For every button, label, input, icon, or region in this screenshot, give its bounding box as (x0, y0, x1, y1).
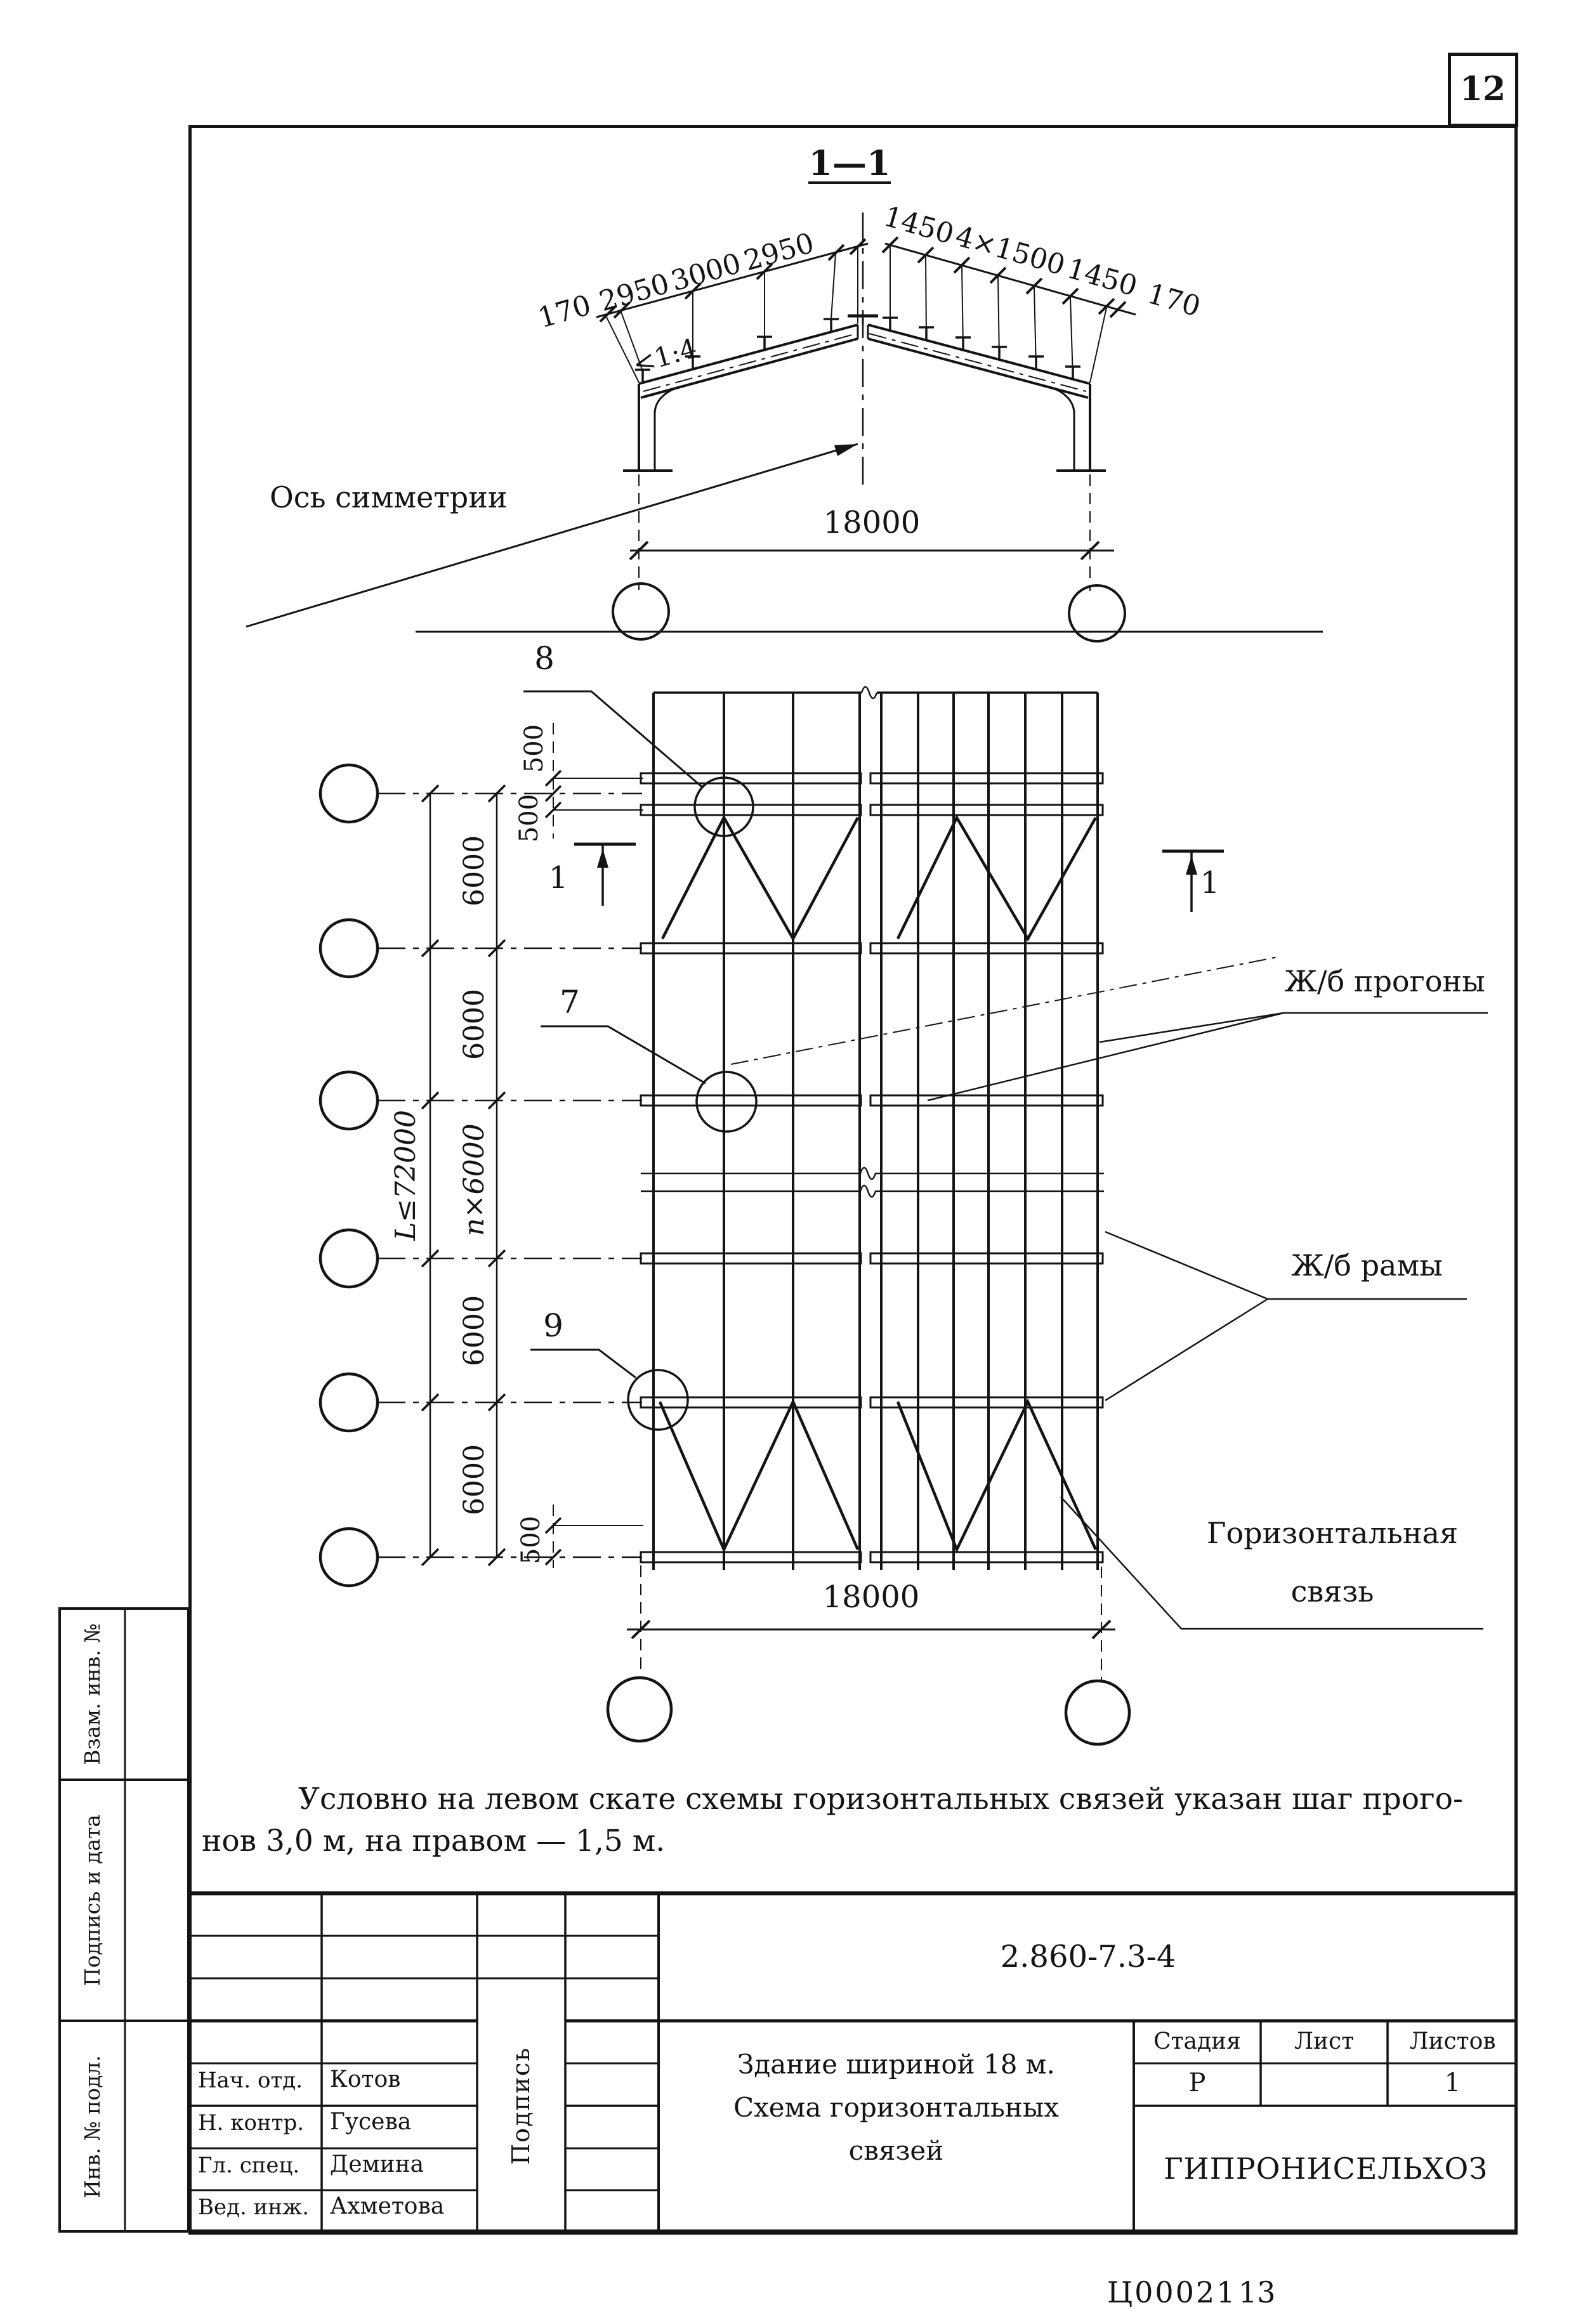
bay-dim-4: 6000 (458, 1295, 491, 1366)
callout-7: 7 (560, 984, 580, 1021)
frames-label: Ж/б рамы (1291, 1248, 1443, 1283)
title-block-grid (188, 1891, 1518, 2235)
section-axis-circle-right (1068, 584, 1126, 643)
role-label-3: Гл. спец. (198, 2153, 300, 2178)
role-name-1: Котов (330, 2066, 401, 2092)
plan-span-dimension (606, 1565, 1131, 1746)
section-span-dimension (629, 474, 1114, 591)
sheets-header: Листов (1409, 2028, 1496, 2054)
callout-9: 9 (543, 1307, 563, 1344)
organization-name: ГИПРОНИСЕЛЬХОЗ (1164, 2151, 1488, 2186)
horizontal-brace-label-line1: Горизонтальная (1207, 1516, 1458, 1551)
offset-500-top2: 500 (515, 793, 544, 843)
signature-column-label: Подпись (507, 2046, 535, 2165)
role-label-2: Н. контр. (198, 2110, 305, 2136)
total-length-label: L≤72000 (390, 1109, 423, 1241)
stage-value: Р (1188, 2068, 1206, 2098)
stage-header: Стадия (1153, 2028, 1241, 2054)
sheets-value: 1 (1444, 2068, 1461, 2098)
role-label-1: Нач. отд. (198, 2068, 303, 2093)
section-cut-marks (574, 842, 1224, 912)
cut-mark-left: 1 (548, 860, 568, 896)
callout-8: 8 (534, 640, 555, 677)
purlin-lines (652, 693, 1099, 1570)
offset-dimension-bottom (544, 1505, 643, 1568)
bay-dim-2: 6000 (458, 989, 491, 1060)
bay-dim-3: n×6000 (458, 1123, 491, 1236)
section-title: 1—1 (808, 142, 891, 184)
bracing-diagonals (658, 814, 1098, 1553)
drawing-title-line2: Схема горизонтальных (733, 2092, 1060, 2124)
sidebar-item-podpis-data: Подпись и дата (80, 1814, 105, 1987)
footer-code: Ц00021 (1107, 2275, 1237, 2309)
purlins-label: Ж/б прогоны (1284, 964, 1485, 999)
role-label-4: Вед. инж. (198, 2195, 310, 2220)
note-line-1: Условно на левом скате схемы горизонталь… (298, 1782, 1463, 1817)
bay-dim-5: 6000 (458, 1444, 491, 1515)
annotation-leaders (730, 956, 1488, 1630)
section-span-label: 18000 (823, 505, 921, 541)
frame-beams (640, 772, 1104, 1563)
bay-dim-1: 6000 (458, 835, 491, 906)
offset-dimensions-top (544, 723, 643, 839)
section-axis-circle-left (612, 582, 670, 641)
leader-arrowhead (834, 444, 858, 456)
sheet-header: Лист (1294, 2028, 1355, 2054)
slope-dimension-chains (596, 236, 1136, 383)
bay-dimension-chains (421, 784, 506, 1567)
drawing-title-line1: Здание шириной 18 м. (737, 2049, 1055, 2080)
role-name-3: Демина (330, 2151, 424, 2177)
frame-columns (623, 384, 1106, 472)
sheet-frame (188, 53, 1518, 2233)
cut-mark-right: 1 (1200, 865, 1220, 901)
page-number: 12 (1459, 69, 1506, 108)
footer-sheet: 13 (1238, 2275, 1276, 2309)
note-line-2: нов 3,0 м, на правом — 1,5 м. (202, 1824, 666, 1858)
symmetry-leader-line (246, 443, 858, 628)
extension-lines (606, 246, 1107, 383)
callout-leaders (523, 690, 758, 1431)
grid-axes (318, 763, 642, 1588)
sidebar-stamp-boxes (58, 1607, 190, 2233)
plan-view (318, 686, 1488, 1746)
role-name-2: Гусева (330, 2109, 412, 2135)
sidebar-item-inv: Инв. № подл. (80, 2055, 105, 2198)
drawing-title-line3: связей (848, 2135, 944, 2167)
plan-span-label: 18000 (822, 1579, 920, 1616)
role-name-4: Ахметова (330, 2193, 445, 2219)
offset-500-bottom: 500 (516, 1515, 546, 1565)
section-view (246, 212, 1323, 643)
dimension-ticks (599, 236, 1127, 323)
doc-number: 2.860-7.3-4 (1000, 1939, 1176, 1975)
break-lines (641, 1166, 1104, 1198)
axis-of-symmetry-label: Ось симметрии (270, 480, 508, 514)
sidebar-item-vzam: Взам. инв. № (80, 1623, 105, 1765)
horizontal-brace-label-line2: связь (1290, 1574, 1374, 1609)
